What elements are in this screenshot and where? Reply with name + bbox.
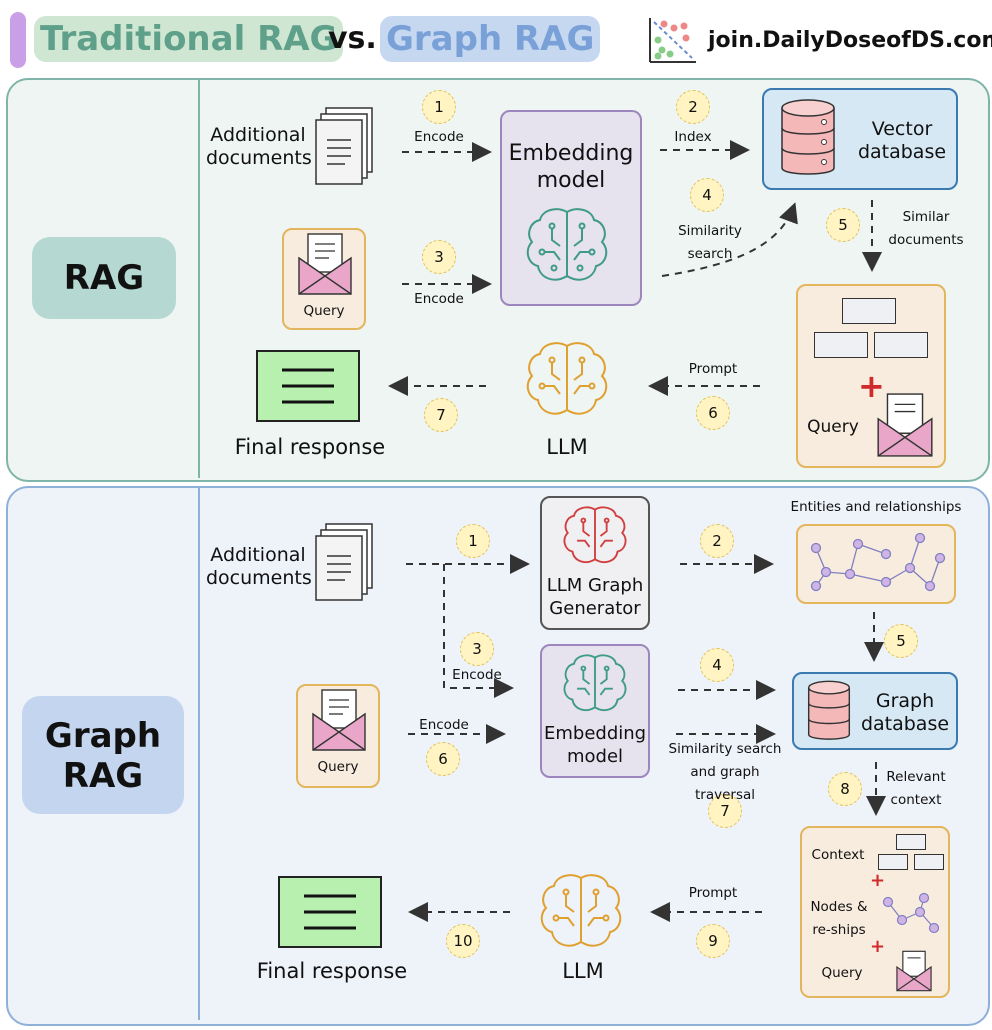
graph-final-response-label: Final response: [256, 959, 408, 983]
rag-vector-database-label: Vector database: [857, 118, 947, 163]
graph-rag-label-box: [22, 696, 184, 814]
rag-step-3: 3: [422, 240, 456, 274]
graph-documents-icon: [312, 522, 378, 602]
rag-llm-brain-icon: [522, 338, 612, 422]
graph-envelope-icon: [310, 688, 368, 752]
graph-panel-divider: [198, 488, 200, 1020]
rag-label: RAG: [63, 258, 145, 298]
title-vs: vs.: [328, 21, 377, 56]
graph-database-label: Graph database: [860, 690, 950, 735]
graph-step-8-label: Relevant context: [886, 769, 946, 808]
rag-step-2: 2: [676, 90, 710, 124]
title-graph-rag: Graph RAG: [380, 16, 601, 62]
rag-llm-label: LLM: [546, 435, 588, 459]
documents-icon: [312, 106, 378, 186]
rag-database-icon: [776, 96, 840, 180]
graph-llm-brain-icon: [536, 870, 626, 954]
rag-embedding-model-box: [500, 110, 642, 306]
graph-step-3-label: Encode: [452, 667, 502, 683]
brand-url[interactable]: join.DailyDoseofDS.com: [708, 28, 992, 53]
graph-context-doc-2: [878, 854, 908, 870]
rag-step-6: 6: [696, 396, 730, 430]
rag-panel-divider: [198, 80, 200, 478]
rag-step-4: 4: [690, 178, 724, 212]
rag-final-response-doc: [256, 350, 360, 422]
graph-step-7-label: Similarity search and graph traversal: [668, 741, 782, 803]
rag-additional-documents-label: Additional documents: [206, 124, 312, 169]
rag-prompt-envelope-icon: [874, 392, 936, 458]
graph-rag-label: Graph RAG: [44, 716, 162, 796]
rag-prompt-doc-1: [842, 298, 896, 324]
brand-logo-icon: [644, 14, 698, 68]
graph-step-8: 8: [828, 772, 862, 806]
graph-step-1: 1: [456, 524, 490, 558]
graph-nodes-icon: [880, 892, 944, 936]
plus-icon: +: [858, 367, 885, 405]
rag-step-1-label: Encode: [414, 129, 464, 145]
graph-final-response-doc: [278, 876, 382, 948]
rag-embedding-model-label: Embedding model: [508, 141, 634, 193]
graph-context-label: Context: [811, 847, 865, 863]
graph-step-5: 5: [884, 624, 918, 658]
graph-step-6-label: Encode: [419, 717, 469, 733]
title-traditional-rag: Traditional RAG: [34, 16, 344, 62]
graph-llm-label: LLM: [562, 959, 604, 983]
graph-context-doc-1: [896, 834, 926, 850]
graph-prompt-envelope-icon: [894, 950, 934, 992]
graph-step-4: 4: [700, 648, 734, 682]
graph-step-9: 9: [696, 924, 730, 958]
rag-step-4-label: Similarity search: [678, 223, 742, 262]
graph-query-label: Query: [317, 759, 359, 775]
graph-step-2: 2: [700, 524, 734, 558]
graph-embedding-model-label: Embedding model: [544, 723, 647, 767]
rag-step-3-label: Encode: [414, 291, 464, 307]
rag-step-1: 1: [422, 90, 456, 124]
graph-nodes-label: Nodes & re-ships: [810, 899, 868, 938]
graph-step-10: 10: [446, 924, 480, 958]
rag-prompt-doc-2: [814, 332, 868, 358]
rag-label-box: [32, 237, 176, 319]
graph-database-icon: [804, 678, 854, 744]
rag-prompt-doc-3: [874, 332, 928, 358]
graph-prompt-query-label: Query: [821, 965, 863, 981]
rag-step-6-label: Prompt: [688, 361, 738, 377]
graph-step-6: 6: [426, 742, 460, 776]
graph-step-7: 7: [708, 794, 742, 828]
plus-icon: +: [870, 870, 886, 891]
envelope-icon: [296, 232, 354, 296]
rag-step-5: 5: [826, 208, 860, 242]
rag-step-5-label: Similar documents: [888, 209, 964, 248]
plus-icon: +: [870, 936, 886, 957]
graph-step-3: 3: [460, 632, 494, 666]
graph-generator-brain-icon: [560, 504, 630, 568]
entities-label: Entities and relationships: [790, 499, 962, 515]
rag-step-2-label: Index: [674, 129, 712, 145]
llm-graph-generator-label: LLM Graph Generator: [546, 575, 644, 619]
rag-step-7: 7: [424, 398, 458, 432]
rag-final-response-label: Final response: [234, 435, 386, 459]
graph-embedding-brain-icon: [560, 652, 630, 716]
graph-additional-documents-label: Additional documents: [206, 544, 312, 589]
rag-embedding-brain-icon: [522, 206, 612, 286]
graph-step-9-label: Prompt: [688, 885, 738, 901]
rag-query-label: Query: [303, 303, 345, 319]
entities-graph-icon: [800, 528, 952, 600]
graph-context-doc-3: [914, 854, 944, 870]
header-accent-bar: [10, 12, 26, 68]
rag-prompt-query-label: Query: [807, 417, 859, 437]
